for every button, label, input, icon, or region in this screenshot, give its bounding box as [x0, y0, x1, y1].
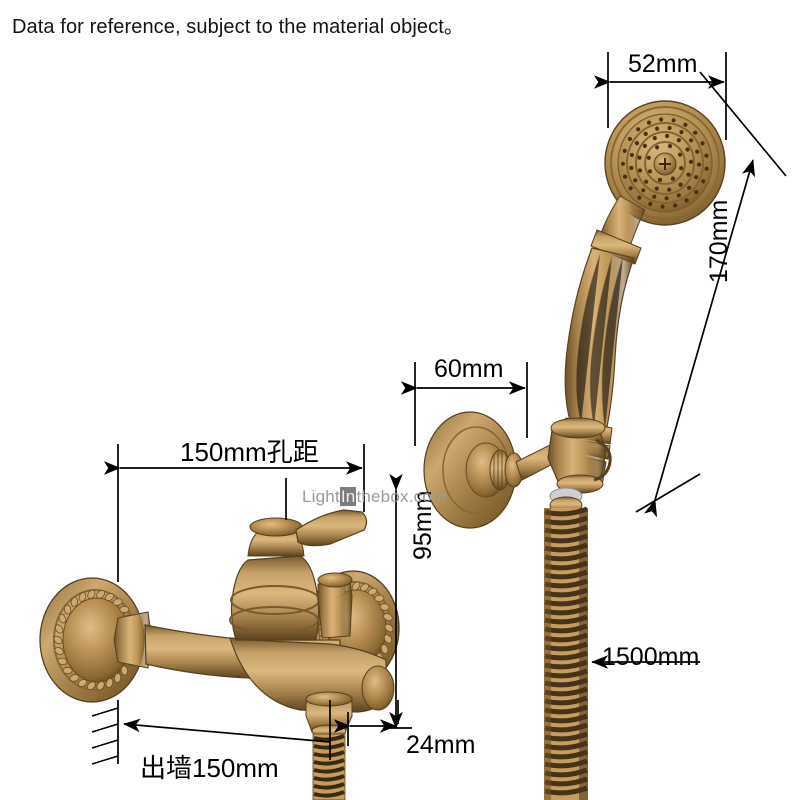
tub-shower-faucet: [39, 509, 400, 800]
watermark-highlight: In: [339, 487, 357, 506]
dimension-label-bracket-width: 60mm: [434, 355, 504, 383]
watermark-prefix: Light: [302, 487, 340, 506]
reference-note: Data for reference, subject to the mater…: [12, 16, 464, 38]
dimension-label-wall-projection: 出墙150mm: [140, 753, 279, 783]
dimension-label-hole-spacing: 150mm孔距: [180, 437, 319, 467]
dimension-label-handset-length: 170mm: [705, 199, 733, 283]
watermark-suffix: thebox.com: [356, 487, 447, 506]
shower-hose: [544, 506, 588, 800]
wall-bracket: [423, 411, 612, 529]
dimension-label-hose-length: 1500mm: [602, 643, 700, 671]
dimension-lines: [91, 52, 787, 765]
watermark: LightInthebox.com: [302, 487, 446, 507]
dimension-label-showerhead-width: 52mm: [628, 50, 698, 78]
dimension-label-outlet-width: 24mm: [406, 731, 476, 759]
